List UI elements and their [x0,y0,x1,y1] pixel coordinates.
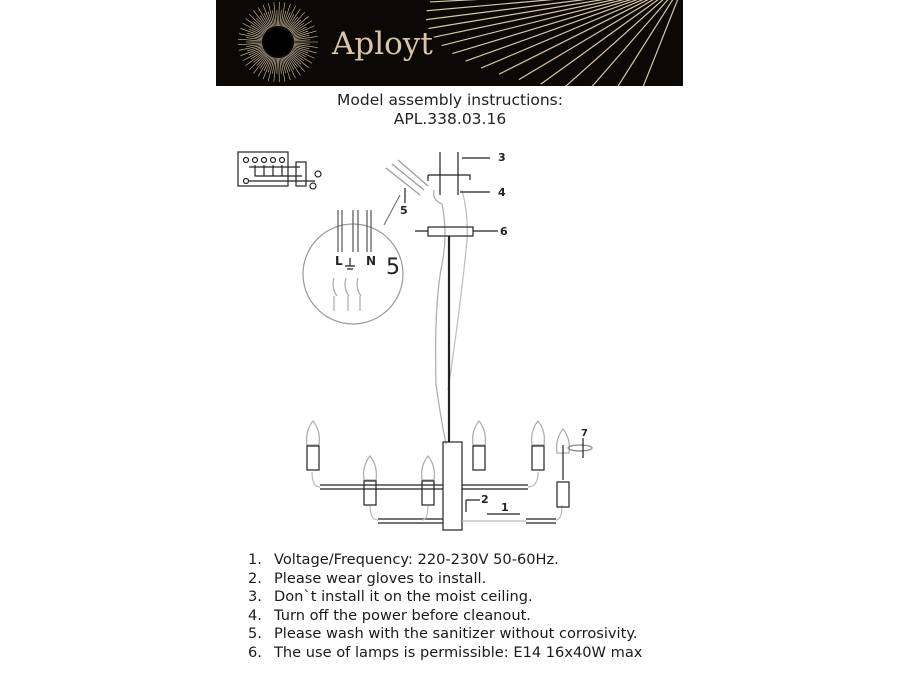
candle-lamp [556,428,570,508]
instructions-list: 1. Voltage/Frequency: 220-230V 50-60Hz. 2.… [248,551,642,663]
instruction-number: 5. [248,625,262,643]
instruction-text: Don`t install it on the moist ceiling. [274,588,533,606]
instruction-item: 6. The use of lamps is permissible: E14 1… [248,644,642,663]
candle-lamp [472,420,486,471]
brand-header: Aployt [216,0,683,86]
neutral-label: N [366,254,376,268]
instruction-text: The use of lamps is permissible: E14 16x… [274,643,643,661]
part-1-label: 1 [501,501,509,514]
sun-disc [264,28,292,56]
instruction-text: Turn off the power before cleanout. [274,606,531,624]
instruction-item: 5. Please wash with the sanitizer without… [248,625,642,644]
inset-step-label: 5 [386,255,400,280]
model-number: APL.338.03.16 [393,110,507,128]
brand-logo: Aployt [238,0,679,86]
part-6-label: 6 [500,225,508,238]
instruction-number: 3. [248,588,262,606]
part-2-label: 2 [481,493,489,506]
live-label: L [335,254,343,268]
instruction-text: Please wear gloves to install. [274,569,487,587]
candle-lamp [363,455,377,506]
candle-lamp [421,455,435,506]
instruction-number: 6. [248,643,262,661]
chandelier-frame: 2 1 7 [306,420,593,531]
instruction-text: Voltage/Frequency: 220-230V 50-60Hz. [274,551,559,568]
corner-rays-decoration [426,0,679,86]
wire-connector-inset: L N 5 [302,194,404,325]
ceiling-mount: 3 4 5 6 [385,151,508,445]
instruction-number: 2. [248,569,262,587]
instruction-text: Please wash with the sanitizer without c… [274,625,638,643]
assembly-diagram: L N 5 3 4 5 6 2 1 7 [237,151,593,531]
instruction-number: 1. [248,551,262,568]
instruction-item: 1. Voltage/Frequency: 220-230V 50-60Hz. [248,551,642,570]
instruction-number: 4. [248,606,262,624]
brand-name: Aployt [331,26,433,62]
part-3-label: 3 [498,151,506,164]
candle-lamp [306,420,320,471]
part-4-label: 4 [498,186,506,199]
part-7-label: 7 [581,428,588,439]
document-title: Model assembly instructions: [337,91,563,109]
wiring-schematic [237,151,322,190]
part-5-label: 5 [400,204,408,217]
instruction-item: 2. Please wear gloves to install. [248,570,642,589]
instruction-item: 3. Don`t install it on the moist ceiling. [248,588,642,607]
instruction-item: 4. Turn off the power before cleanout. [248,607,642,626]
sun-icon [238,2,318,82]
candle-lamp [531,420,545,471]
